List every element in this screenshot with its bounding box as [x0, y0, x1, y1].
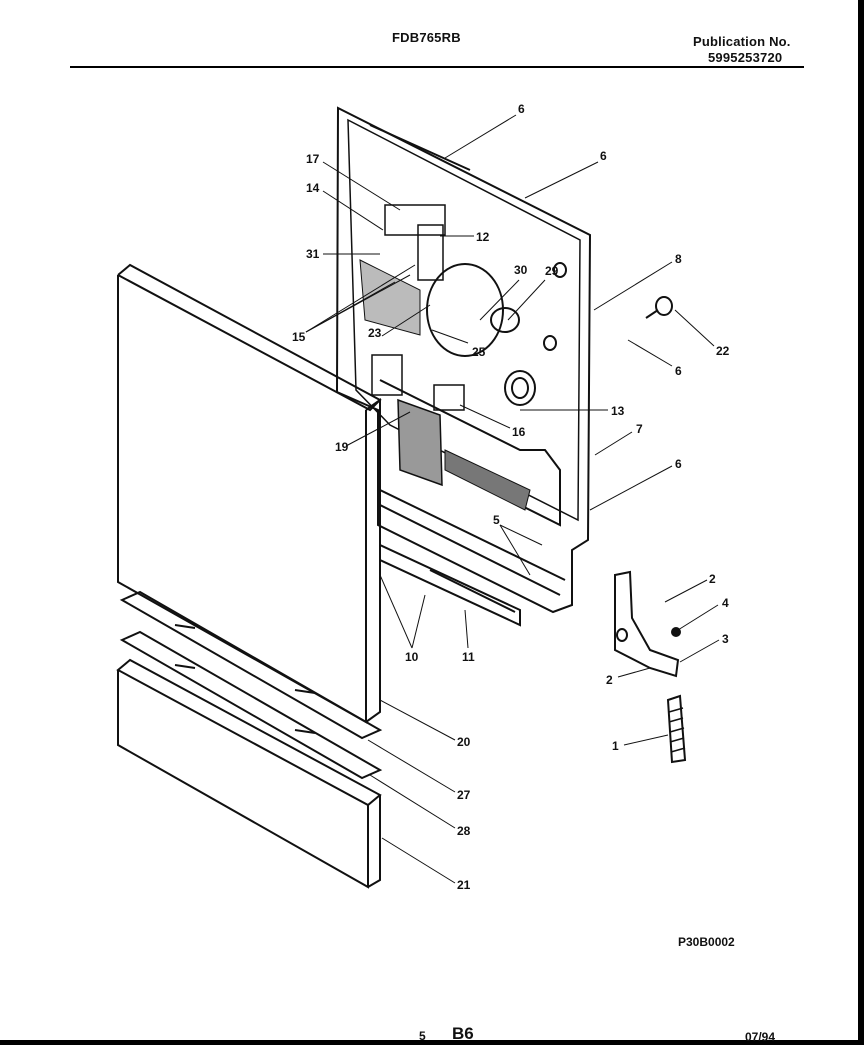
- callout-8: 8: [675, 252, 682, 266]
- callout-30: 30: [514, 263, 528, 277]
- date-code: 07/94: [745, 1030, 776, 1044]
- callout-13: 13: [611, 404, 625, 418]
- callout-28: 28: [457, 824, 471, 838]
- callout-4: 4: [722, 596, 729, 610]
- drawing-code: P30B0002: [678, 935, 735, 949]
- hinge-bracket: [614, 570, 681, 678]
- callout-19: 19: [335, 440, 349, 454]
- callout-31: 31: [306, 247, 320, 261]
- callout-3: 3: [722, 632, 729, 646]
- callout-2b: 2: [606, 673, 613, 687]
- callout-17: 17: [306, 152, 320, 166]
- callout-6b: 6: [600, 149, 607, 163]
- callout-6d: 6: [675, 457, 682, 471]
- callout-1: 1: [612, 739, 619, 753]
- callout-23: 23: [368, 326, 382, 340]
- callout-labels: 1 2 2 3 4 5 6 6 6 6 6 7 8 10 11 12 13 14…: [292, 102, 730, 892]
- outer-door-panel: [117, 263, 382, 724]
- latch-assembly: [397, 384, 465, 487]
- callout-6c: 6: [675, 364, 682, 378]
- inner-door-panel: [335, 106, 592, 614]
- publication-number: 5995253720: [708, 50, 783, 65]
- dispenser-assembly: [384, 204, 567, 406]
- callout-6a: 6: [518, 102, 525, 116]
- callout-7: 7: [636, 422, 643, 436]
- callout-15: 15: [292, 330, 306, 344]
- callout-11: 11: [462, 650, 475, 664]
- callout-14: 14: [306, 181, 320, 195]
- model-number: FDB765RB: [392, 30, 461, 45]
- leader-lines: [305, 114, 720, 884]
- callout-25: 25: [472, 345, 486, 359]
- bottom-channel: [379, 544, 521, 627]
- callout-29: 29: [545, 264, 559, 278]
- header-divider: [70, 66, 804, 68]
- callout-12: 12: [476, 230, 490, 244]
- callout-16: 16: [512, 425, 526, 439]
- callout-5: 5: [493, 513, 500, 527]
- callout-2a: 2: [709, 572, 716, 586]
- callout-22: 22: [716, 344, 730, 358]
- page-number: 5: [419, 1029, 426, 1043]
- trim-rail-28: [119, 630, 383, 780]
- section-code: B6: [452, 1024, 474, 1043]
- trim-rail-27: [119, 590, 383, 740]
- callout-20: 20: [457, 735, 471, 749]
- callout-27: 27: [457, 788, 471, 802]
- knob: [645, 296, 673, 319]
- callout-21: 21: [457, 878, 471, 892]
- toe-kick-panel: [116, 658, 382, 889]
- callout-10: 10: [405, 650, 419, 664]
- door-spring: [666, 694, 687, 764]
- publication-label: Publication No.: [693, 34, 791, 49]
